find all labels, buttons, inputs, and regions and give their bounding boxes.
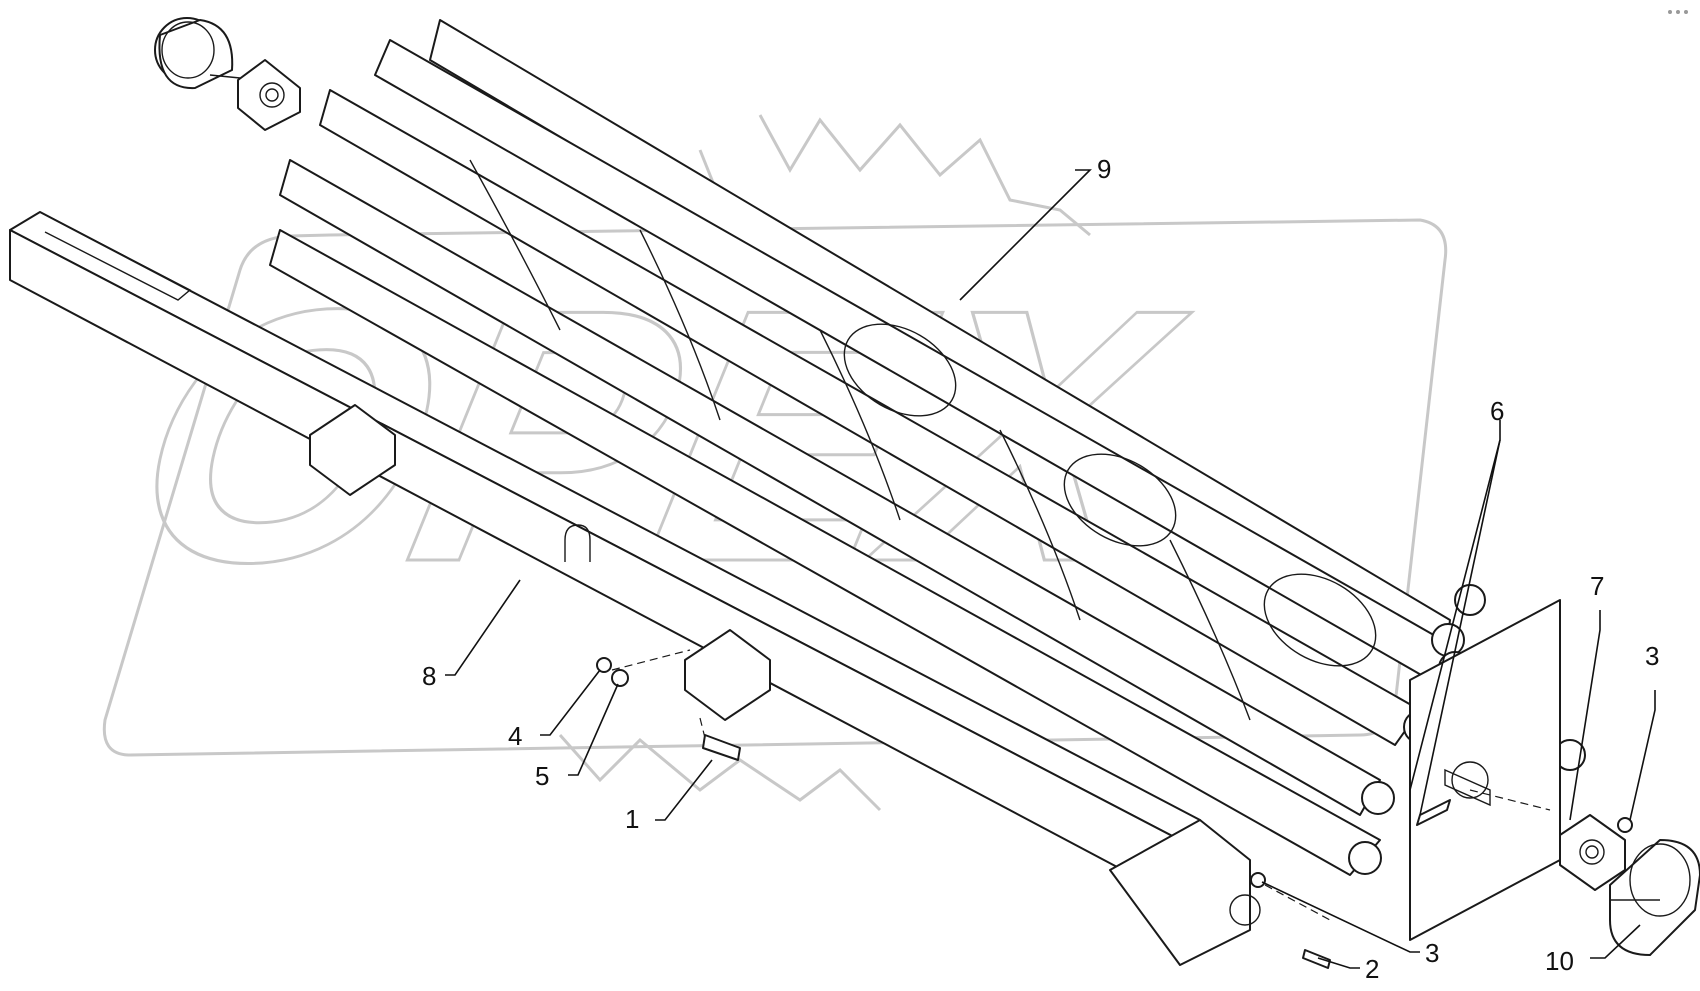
callout-9: 9 (1097, 154, 1111, 184)
corner-mark (1668, 10, 1688, 14)
end-ring-left (154, 17, 241, 90)
roller-tubes (269, 19, 1586, 876)
callout-7: 7 (1590, 571, 1604, 601)
callout-6: 6 (1490, 396, 1504, 426)
leader-lines (445, 169, 1656, 969)
callout-2: 2 (1365, 954, 1379, 984)
frame-beam (9, 211, 1261, 966)
callout-5: 5 (535, 761, 549, 791)
callout-3-lower: 3 (1425, 938, 1439, 968)
hardware (596, 649, 1633, 969)
end-ring-right (1609, 839, 1700, 956)
callout-1: 1 (625, 804, 639, 834)
callout-labels: 9 6 7 3 8 4 5 1 3 2 10 (422, 154, 1659, 984)
callout-10: 10 (1545, 946, 1574, 976)
callout-8: 8 (422, 661, 436, 691)
bearing-flange-left (237, 59, 301, 131)
bearing-flange-right (1559, 814, 1626, 891)
callout-4: 4 (508, 721, 522, 751)
callout-3-upper: 3 (1645, 641, 1659, 671)
